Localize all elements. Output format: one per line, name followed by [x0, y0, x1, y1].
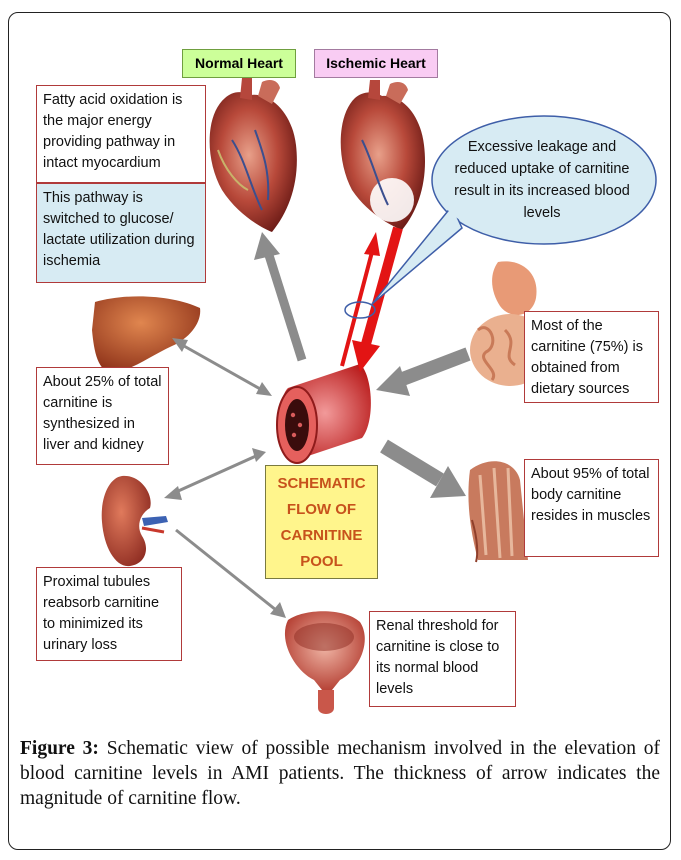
arrow-vessel-to-normal-heart [254, 232, 302, 360]
blood-vessel-image [277, 364, 371, 463]
kidney-image [102, 476, 168, 566]
bladder-image [285, 611, 365, 714]
arrow-vessel-to-muscle [384, 446, 466, 498]
callout-text: Excessive leakage and reduced uptake of … [452, 136, 632, 224]
arrow-kidney-vessel [164, 448, 266, 500]
schematic-line-4: POOL [266, 549, 377, 575]
fatty-acid-box: Fatty acid oxidation is the major energy… [36, 85, 206, 183]
caption-label: Figure 3: [20, 738, 99, 759]
proximal-tubules-box: Proximal tubules reabsorb carnitine to m… [36, 567, 182, 661]
arrow-diet-to-vessel [376, 354, 468, 396]
pathway-switch-box: This pathway is switched to glucose/ lac… [36, 183, 206, 283]
schematic-line-3: CARNITINE [266, 523, 377, 549]
dietary-sources-box: Most of the carnitine (75%) is obtained … [524, 311, 659, 403]
liver-image [92, 296, 200, 372]
muscle-image [468, 461, 528, 562]
schematic-flow-box: SCHEMATIC FLOW OF CARNITINE POOL [265, 465, 378, 579]
normal-heart-image [210, 78, 297, 232]
figure-caption: Figure 3: Schematic view of possible mec… [20, 736, 660, 811]
ischemic-heart-image [341, 80, 425, 230]
arrow-liver-vessel [172, 338, 272, 396]
schematic-line-1: SCHEMATIC [266, 471, 377, 497]
renal-threshold-box: Renal threshold for carnitine is close t… [369, 611, 516, 707]
schematic-line-2: FLOW OF [266, 497, 377, 523]
muscle-carnitine-box: About 95% of total body carnitine reside… [524, 459, 659, 557]
caption-text: Schematic view of possible mechanism inv… [20, 738, 660, 809]
normal-heart-label: Normal Heart [182, 49, 296, 78]
liver-synthesis-box: About 25% of total carnitine is synthesi… [36, 367, 169, 465]
ischemic-heart-label: Ischemic Heart [314, 49, 438, 78]
